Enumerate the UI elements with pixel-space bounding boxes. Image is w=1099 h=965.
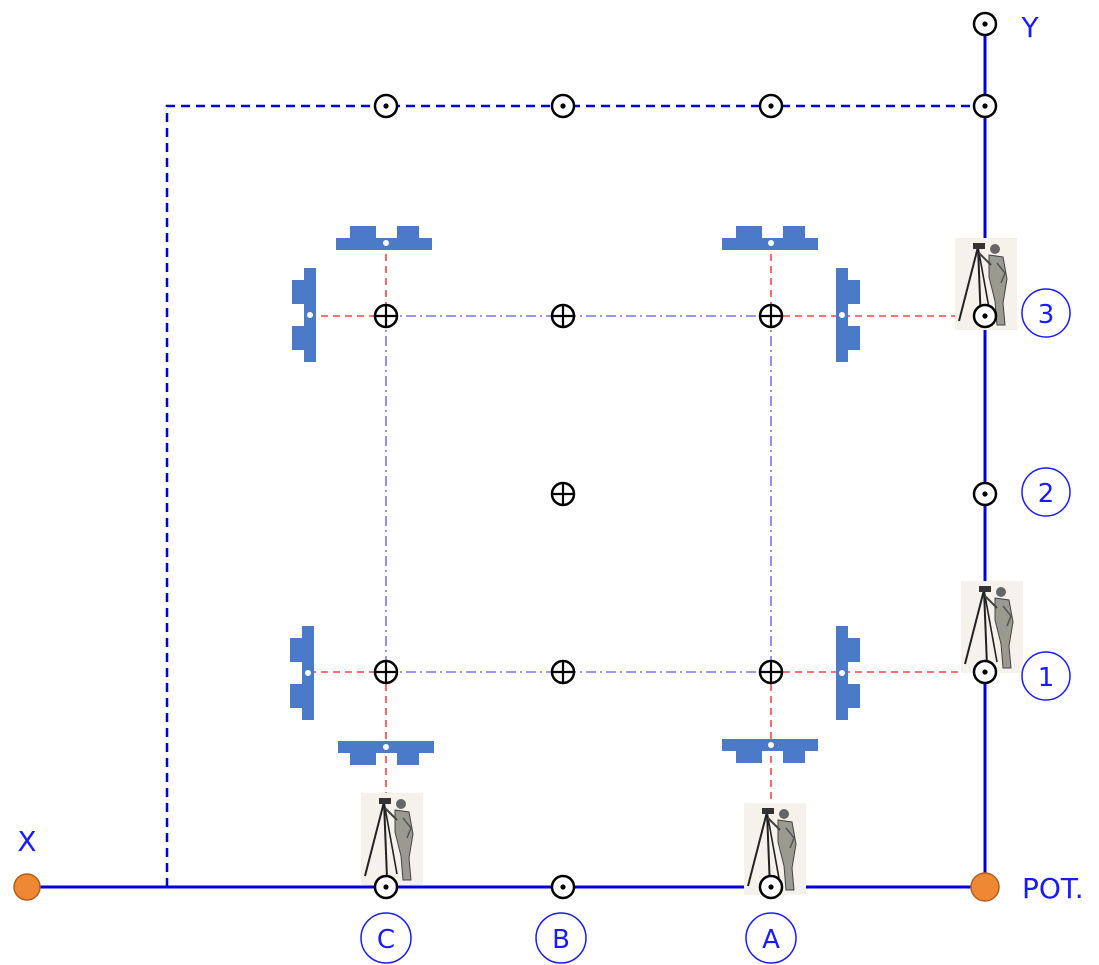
pile-points [373,303,784,685]
surveyor-with-tripod-icon [360,792,424,886]
footing-icon [836,626,860,720]
pile-cross-icon [550,303,576,329]
pile-cross-icon [758,303,784,329]
x-axis-end-point [13,873,41,901]
footing-icon [338,741,434,765]
svg-text:B: B [552,925,570,955]
station-point-icon [373,93,399,119]
column-label-c: C [360,912,412,964]
svg-text:3: 3 [1038,300,1055,330]
station-point-icon [373,874,399,900]
pile-cross-icon [758,659,784,685]
pile-cross-icon [550,659,576,685]
station-point-icon [972,303,998,329]
footing-icon [336,226,432,250]
footing-icon [290,626,314,720]
y-axis-label: Y [1020,11,1039,44]
surveyor-with-tripod-icon [960,580,1024,674]
footing-icon [722,739,818,763]
station-point-icon [758,874,784,900]
svg-text:1: 1 [1038,663,1055,693]
station-point-icon [550,874,576,900]
svg-text:2: 2 [1038,479,1055,509]
pile-cross-icon [373,303,399,329]
pile-cross-icon [373,659,399,685]
sight-lines [309,242,985,887]
origin-point [970,872,1000,902]
dashed-reference-line [165,104,985,887]
pile-cross-icon [550,481,576,507]
station-point-icon [758,93,784,119]
x-axis-label: X [17,825,36,858]
row-label-1: 1 [1021,651,1071,701]
row-label-3: 3 [1021,288,1071,338]
grid-lines [385,315,772,673]
svg-text:C: C [377,925,395,955]
footing-icon [836,268,860,362]
station-point-icon [972,659,998,685]
station-point-icon [972,11,998,37]
column-label-b: B [535,912,587,964]
surveyor-icons [360,237,1024,896]
svg-text:A: A [762,925,780,955]
row-label-2: 2 [1021,467,1071,517]
footing-icon [292,268,316,362]
station-point-icon [972,93,998,119]
origin-label: POT. [1022,872,1084,905]
station-points [373,11,998,900]
column-label-a: A [745,912,797,964]
station-point-icon [550,93,576,119]
footing-icon [722,226,818,250]
station-point-icon [972,481,998,507]
footing-profile-boards [290,226,860,765]
